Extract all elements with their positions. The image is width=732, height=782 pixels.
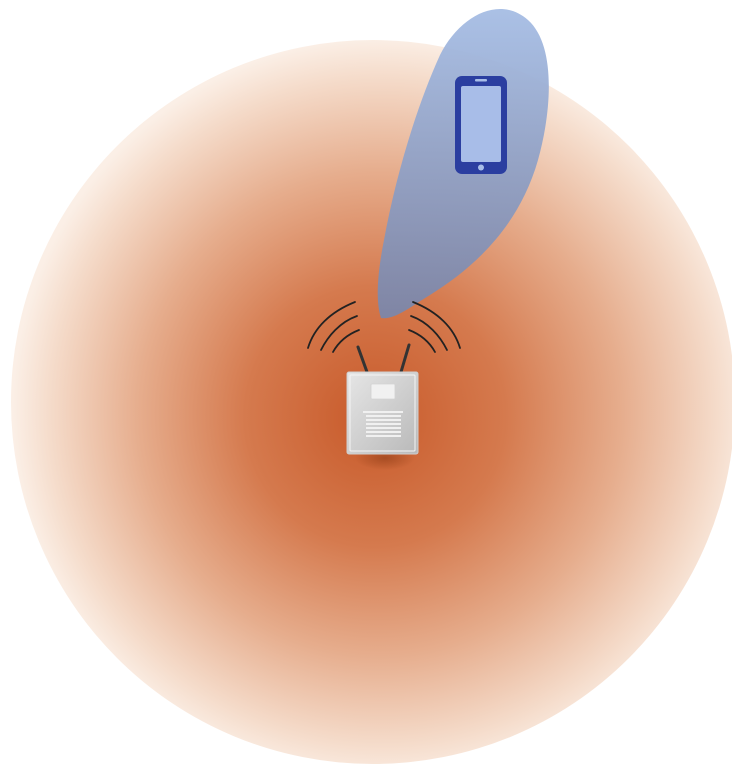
wireless-access-point-icon — [347, 372, 418, 454]
smartphone-icon — [455, 76, 507, 174]
